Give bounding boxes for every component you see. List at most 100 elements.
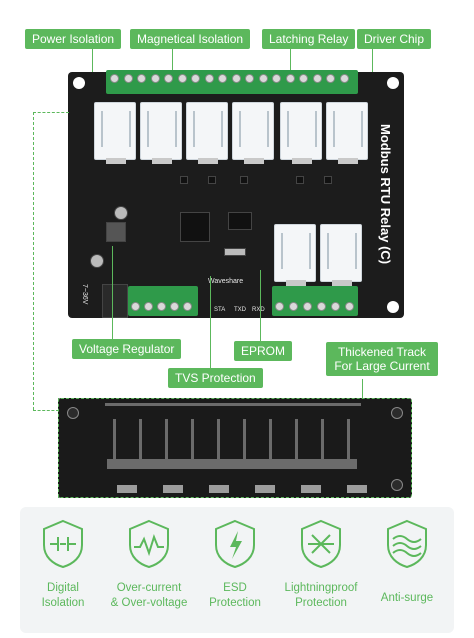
feature-esd: ESD Protection — [192, 507, 278, 633]
silk-txd: TXD — [234, 307, 246, 313]
crystal — [224, 248, 246, 256]
relay-pad — [301, 485, 321, 493]
relay — [274, 224, 316, 286]
anti-surge-icon — [387, 519, 427, 569]
digital-isolation-icon — [43, 519, 83, 569]
relay — [186, 102, 228, 164]
dashed-connector — [33, 112, 34, 410]
terminal-screw — [170, 302, 179, 311]
terminal-screw — [275, 302, 284, 311]
relay — [232, 102, 274, 164]
relay — [94, 102, 136, 164]
mount-hole — [391, 479, 403, 491]
relay — [320, 224, 362, 286]
terminal-screw — [303, 302, 312, 311]
terminal-screw — [312, 74, 322, 83]
thick-track — [295, 419, 298, 459]
feature-lightningproof: Lightningproof Protection — [278, 507, 364, 633]
feature-anti-surge: Anti-surge — [364, 507, 450, 633]
feature-over-current: Over-current & Over-voltage — [106, 507, 192, 633]
dc-jack — [102, 284, 128, 318]
thick-track — [113, 419, 116, 459]
over-current-icon — [129, 519, 169, 569]
callout-tvs-protection: TVS Protection — [168, 368, 263, 388]
relay-pad — [117, 485, 137, 493]
mount-hole — [73, 77, 85, 89]
terminal-screw — [131, 302, 140, 311]
terminal-screw — [272, 74, 281, 83]
terminal-screw — [231, 74, 241, 83]
silk-rxd: RXD — [252, 307, 265, 313]
inductor — [106, 222, 126, 242]
thick-track — [107, 459, 357, 469]
relay-pad — [255, 485, 275, 493]
terminal-screw — [289, 302, 298, 311]
terminal-screw — [299, 74, 308, 83]
feature-label: Anti-surge — [380, 592, 434, 604]
terminal-screw — [317, 302, 326, 311]
callout-magnetical-isolation: Magnetical Isolation — [130, 29, 251, 49]
driver-chip — [180, 176, 188, 184]
relay-pad — [163, 485, 183, 493]
features-panel: Digital Isolation Over-current & Over-vo… — [20, 507, 454, 633]
relay-pad — [347, 485, 367, 493]
driver-chip — [208, 176, 216, 184]
relay — [326, 102, 368, 164]
thick-track — [105, 403, 361, 406]
terminal-screw — [258, 74, 268, 83]
esd-protection-icon — [215, 519, 255, 569]
dashed-connector — [33, 112, 69, 113]
dashed-connector — [33, 410, 59, 411]
relay — [280, 102, 322, 164]
relay-board: 7~36V Waveshare STA TXD RXD Modbus RTU R… — [68, 70, 404, 318]
terminal-screw — [245, 74, 254, 83]
callout-voltage-regulator: Voltage Regulator — [72, 339, 182, 359]
capacitor — [90, 254, 104, 268]
terminal-screw — [191, 74, 200, 83]
leader-eprom — [260, 270, 261, 341]
terminal-screw — [157, 302, 166, 311]
board-title: Modbus RTU Relay (C) — [378, 124, 393, 265]
capacitor — [114, 206, 128, 220]
feature-label: Lightningproof Protection — [284, 582, 358, 609]
callout-eprom: EPROM — [234, 341, 293, 361]
terminal-strip-bottom — [272, 286, 358, 316]
mount-hole — [387, 301, 399, 313]
thick-track — [243, 419, 246, 459]
terminal-screw — [345, 302, 354, 311]
terminal-screw — [339, 74, 349, 83]
mcu-chip — [180, 212, 210, 242]
terminal-screw — [177, 74, 187, 83]
feature-label: Digital Isolation — [41, 582, 85, 609]
callout-driver-chip: Driver Chip — [357, 29, 432, 49]
thick-track — [191, 419, 194, 459]
callout-thickened-track: Thickened Track For Large Current — [326, 342, 438, 376]
terminal-screw — [150, 74, 160, 83]
terminal-screw — [331, 302, 340, 311]
terminal-screw — [204, 74, 214, 83]
thick-track — [321, 419, 324, 459]
driver-chip — [240, 176, 248, 184]
terminal-screw — [285, 74, 295, 83]
thick-track — [269, 419, 272, 459]
mount-hole — [391, 407, 403, 419]
relay-pad — [209, 485, 229, 493]
thick-track — [139, 419, 142, 459]
mount-hole — [387, 77, 399, 89]
terminal-screw — [326, 74, 335, 83]
feature-label: ESD Protection — [209, 582, 261, 609]
driver-chip — [296, 176, 304, 184]
thick-track — [165, 419, 168, 459]
thick-track — [347, 419, 350, 459]
terminal-screw — [144, 302, 153, 311]
voltage-label: 7~36V — [81, 284, 88, 305]
feature-digital-isolation: Digital Isolation — [20, 507, 106, 633]
silk-sta: STA — [214, 307, 226, 313]
isolator-chip — [228, 212, 252, 230]
leader-tvs — [210, 276, 211, 368]
mount-hole — [67, 407, 79, 419]
terminal-strip-power — [128, 286, 198, 316]
terminal-screw — [123, 74, 133, 83]
terminal-screw — [218, 74, 227, 83]
driver-chip — [324, 176, 332, 184]
